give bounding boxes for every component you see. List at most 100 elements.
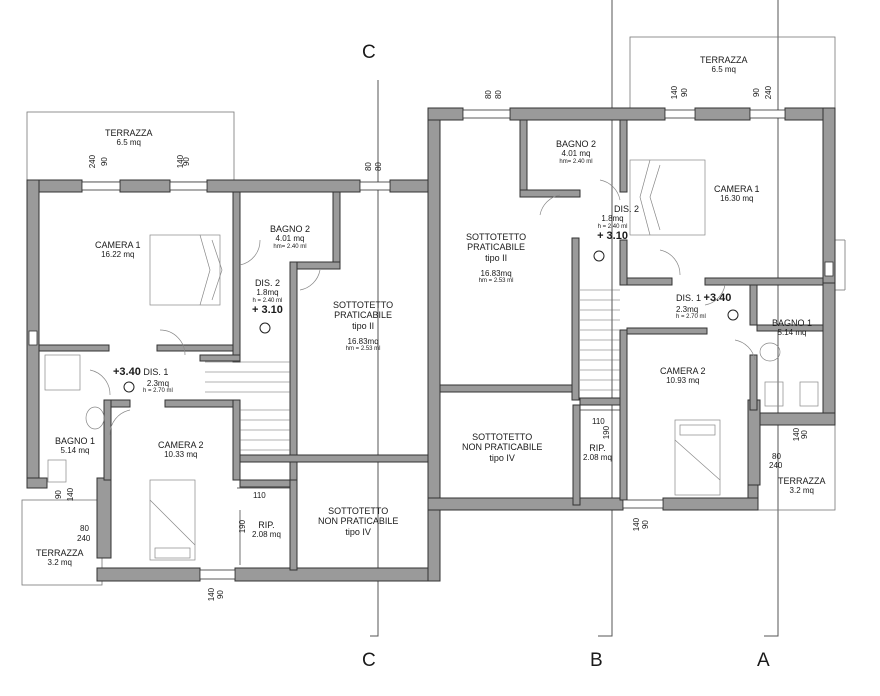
dim-lines bbox=[237, 409, 620, 565]
room-name-1: SOTTOTETTO bbox=[472, 432, 533, 442]
right-terrazza-bottom-label: TERRAZZA 3.2 mq bbox=[778, 476, 826, 496]
room-name: DIS. 2 bbox=[254, 278, 280, 288]
room-name: TERRAZZA bbox=[36, 548, 84, 558]
dim-bottom-right-c: 80 bbox=[772, 452, 781, 461]
dim-window-right-f: 240 bbox=[764, 85, 774, 100]
right-camera1-label: CAMERA 1 16.30 mq bbox=[714, 184, 760, 204]
bidet-right bbox=[799, 381, 819, 407]
room-name: BAGNO 2 bbox=[270, 224, 311, 234]
room-type: tipo II bbox=[352, 320, 375, 331]
section-label-b: B bbox=[590, 650, 603, 671]
dim-rip-right-width: 110 bbox=[592, 417, 605, 426]
left-bagno1-label: BAGNO 1 5.14 mq bbox=[55, 436, 95, 456]
left-sottotetto-nonpraticabile-label: SOTTOTETTO NON PRATICABILE tipo IV bbox=[318, 506, 398, 537]
room-height: hm = 2.53 ml bbox=[345, 346, 381, 353]
dim-window-right-e: 90 bbox=[751, 88, 761, 98]
room-area: 2.08 mq bbox=[583, 453, 612, 463]
room-name-1: SOTTOTETTO bbox=[333, 300, 394, 310]
dim-window-right-b: 80 bbox=[493, 90, 503, 100]
dim-bottom-left-c: 80 bbox=[80, 524, 89, 533]
dim-window-mid-a: 80 bbox=[363, 162, 373, 172]
room-area: 16.83mq bbox=[347, 337, 379, 347]
room-area: 16.30 mq bbox=[720, 194, 754, 204]
shower-left bbox=[44, 354, 81, 391]
room-name-2: PRATICABILE bbox=[334, 310, 393, 321]
left-terrazza-bottom-label: TERRAZZA 3.2 mq bbox=[36, 548, 84, 568]
room-area: 2.3mq bbox=[676, 304, 699, 314]
room-area: 1.8mq bbox=[601, 214, 624, 224]
dim-window-left-d: 90 bbox=[99, 157, 109, 167]
dim-rip-left-width: 110 bbox=[253, 491, 266, 500]
level-markers bbox=[123, 250, 739, 393]
walls bbox=[26, 107, 836, 582]
left-sottotetto-praticabile-label: SOTTOTETTO PRATICABILE tipo II 16.83mq h… bbox=[333, 300, 393, 353]
room-area: 4.01 mq bbox=[275, 234, 305, 244]
level-value: + 3.10 bbox=[252, 304, 283, 317]
right-camera2-label: CAMERA 2 10.93 mq bbox=[660, 366, 706, 386]
room-name: BAGNO 2 bbox=[556, 139, 597, 149]
door-swings bbox=[89, 179, 756, 436]
room-area: 1.8mq bbox=[256, 288, 279, 298]
room-area: 16.22 mq bbox=[101, 250, 135, 260]
room-area: 16.83mq bbox=[480, 269, 512, 279]
room-height: hm = 2.53 ml bbox=[478, 278, 514, 285]
room-area: 2.3mq bbox=[146, 378, 170, 388]
room-area: 6.5 mq bbox=[116, 138, 141, 148]
right-bagno1-label: BAGNO 1 5.14 mq bbox=[772, 318, 812, 338]
room-area: 6.5 mq bbox=[711, 65, 736, 75]
room-name-2: PRATICABILE bbox=[467, 242, 526, 253]
level-marker-dis2-left bbox=[259, 322, 271, 334]
room-area: 10.33 mq bbox=[164, 450, 198, 460]
dim-window-left-c: 90 bbox=[181, 157, 191, 167]
dim-window-mid-b: 80 bbox=[373, 162, 383, 172]
room-area: 2.08 mq bbox=[252, 530, 281, 540]
level-value: +3.40 bbox=[703, 292, 732, 304]
dim-window-left-a: 240 bbox=[88, 154, 98, 169]
bed-right-camera2 bbox=[674, 419, 721, 496]
dim-window-right-d: 90 bbox=[679, 88, 689, 98]
room-height: hm= 2.40 ml bbox=[273, 243, 307, 250]
level-marker-dis2-right bbox=[593, 250, 605, 262]
level-value: + 3.10 bbox=[597, 230, 628, 243]
section-line-c bbox=[370, 80, 379, 637]
room-name: TERRAZZA bbox=[700, 55, 748, 65]
windows bbox=[28, 109, 834, 580]
level-value: +3.40 bbox=[113, 366, 141, 378]
room-name: BAGNO 1 bbox=[772, 318, 813, 328]
wc-right bbox=[764, 381, 784, 407]
right-sottotetto-praticabile-label: SOTTOTETTO PRATICABILE tipo II 16.83mq h… bbox=[466, 232, 526, 285]
room-name: RIP. bbox=[258, 520, 275, 530]
dim-bottom-right-f: 90 bbox=[799, 430, 809, 440]
dim-bottom-mid-b: 90 bbox=[215, 590, 225, 600]
room-height: h = 2.70 ml bbox=[143, 387, 173, 394]
dim-window-right-c: 140 bbox=[670, 85, 680, 100]
room-area: 5.14 mq bbox=[60, 446, 90, 456]
dim-window-right-a: 80 bbox=[483, 90, 493, 100]
room-height: h = 2.40 ml bbox=[597, 223, 628, 230]
room-area: 10.93 mq bbox=[666, 376, 700, 386]
room-area: 5.14 mq bbox=[777, 328, 807, 338]
section-lines bbox=[370, 0, 779, 637]
room-name-2: NON PRATICABILE bbox=[462, 442, 543, 453]
left-dis2-label: DIS. 2 1.8mq h = 2.40 ml + 3.10 bbox=[252, 278, 283, 317]
room-name: DIS. 1 bbox=[676, 293, 702, 303]
bed-left-camera2 bbox=[149, 479, 196, 561]
dim-bottom-left-a: 90 bbox=[53, 490, 63, 500]
room-name: TERRAZZA bbox=[778, 476, 826, 486]
furniture bbox=[44, 159, 819, 561]
room-type: tipo IV bbox=[489, 452, 515, 463]
right-dis1-label: DIS. 1 +3.40 2.3mq h = 2.70 ml bbox=[676, 292, 731, 321]
right-dis2-label: DIS. 2 1.8mq h = 2.40 ml + 3.10 bbox=[586, 204, 639, 243]
right-bagno2-label: BAGNO 2 4.01 mq hm= 2.40 ml bbox=[556, 139, 596, 165]
section-line-b bbox=[598, 0, 613, 637]
room-name: TERRAZZA bbox=[105, 128, 153, 138]
room-area: 4.01 mq bbox=[561, 149, 591, 159]
room-name: DIS. 2 bbox=[614, 204, 640, 214]
bed-right-camera1 bbox=[629, 159, 706, 236]
dim-rip-left-height: 190 bbox=[238, 519, 248, 534]
right-rip-label: RIP. 2.08 mq bbox=[583, 443, 612, 463]
level-marker-dis1-right bbox=[727, 309, 739, 321]
wc-left bbox=[47, 459, 67, 483]
section-line-a bbox=[764, 0, 779, 637]
room-name: CAMERA 2 bbox=[158, 440, 204, 450]
